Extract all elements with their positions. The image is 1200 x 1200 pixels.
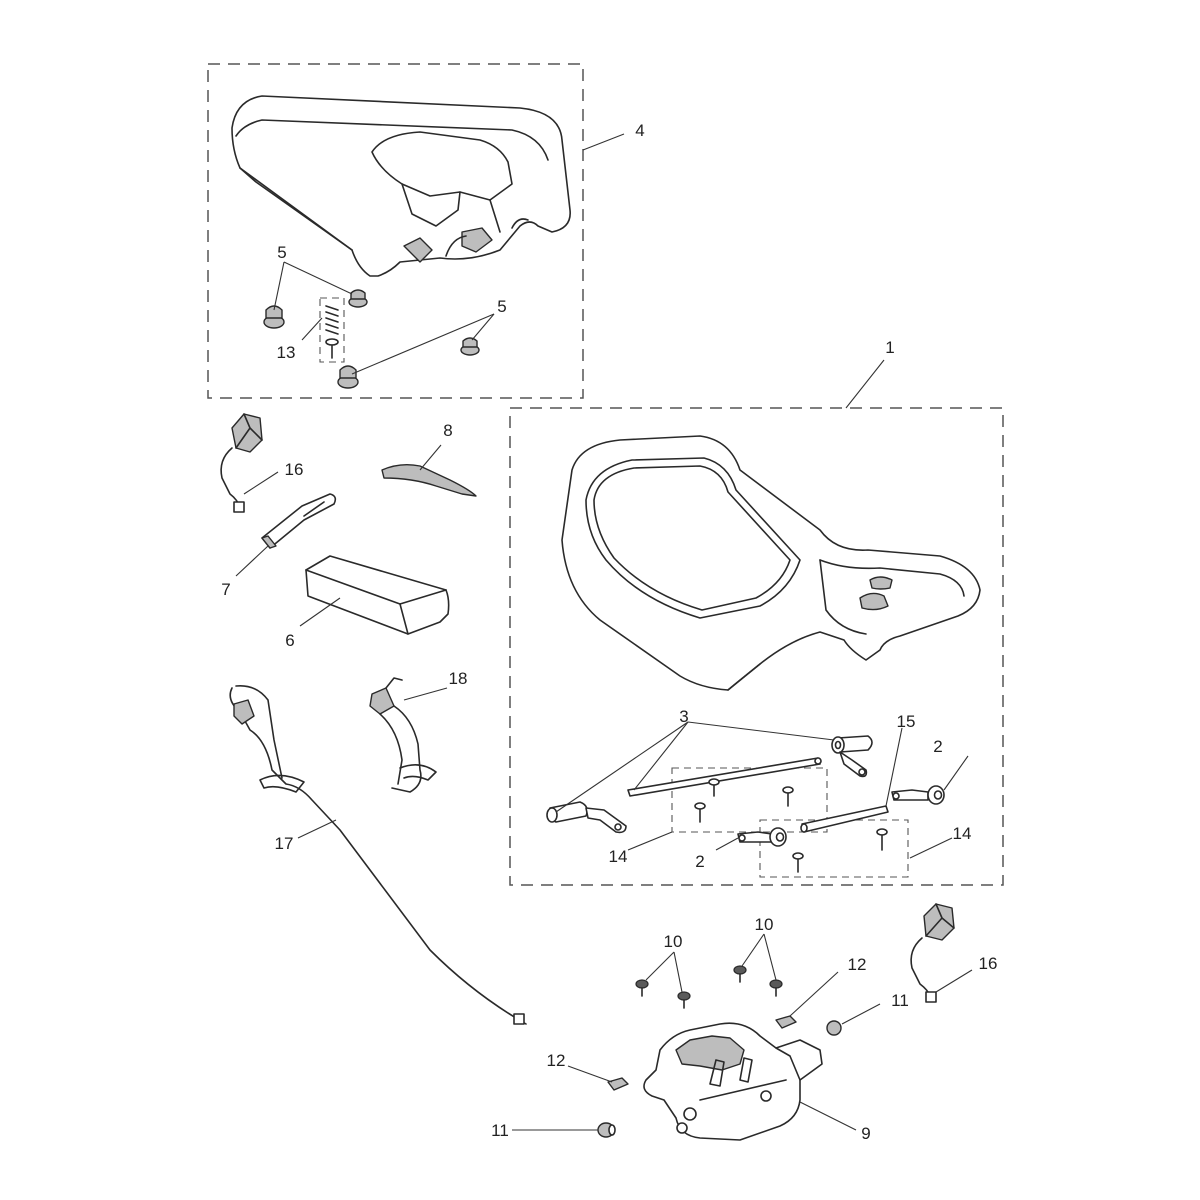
callout-10-right: 10 [755, 915, 774, 934]
seat-mounting-bracket[interactable] [643, 1022, 823, 1141]
spring-and-pin[interactable] [325, 305, 339, 359]
pillion-seat[interactable] [231, 95, 571, 277]
rear-seat-group-box [207, 63, 584, 399]
spring-group-box [319, 297, 345, 363]
rubber-buffer-4[interactable] [337, 365, 359, 389]
seat-bracket-end-right[interactable] [831, 735, 873, 778]
callout-12-left: 12 [547, 1051, 566, 1070]
bolt-2[interactable] [677, 991, 691, 1009]
grommet-center[interactable] [737, 827, 787, 847]
callout-6: 6 [285, 631, 294, 650]
connector-lead-left[interactable] [220, 413, 263, 513]
callout-9: 9 [861, 1124, 870, 1143]
support-rod[interactable] [800, 805, 889, 833]
seat-bracket-end-left[interactable] [546, 801, 627, 834]
seat-bracket-rod-left[interactable] [627, 757, 822, 797]
clip-2[interactable] [607, 1077, 629, 1091]
connector-lead-right[interactable] [910, 903, 955, 1003]
clip-1[interactable] [775, 1015, 797, 1029]
callout-labels: 1 2 2 3 4 5 5 6 7 8 9 10 10 11 11 12 12 … [221, 121, 997, 1143]
bolt-4[interactable] [769, 979, 783, 997]
callout-12-right: 12 [848, 955, 867, 974]
callout-16-right: 16 [979, 954, 998, 973]
sub-harness[interactable] [369, 677, 437, 793]
callout-2-right: 2 [933, 737, 942, 756]
bolt-1[interactable] [635, 979, 649, 997]
bracket-group-box-left [671, 767, 828, 833]
cushion-block[interactable] [305, 555, 450, 635]
callout-10-left: 10 [664, 932, 683, 951]
callout-1: 1 [885, 338, 894, 357]
rider-seat[interactable] [561, 435, 981, 691]
velcro-strip[interactable] [381, 463, 477, 497]
rubber-buffer-3[interactable] [460, 337, 480, 356]
callout-11-left: 11 [491, 1121, 509, 1140]
callout-5-left: 5 [277, 243, 286, 262]
callout-15: 15 [897, 712, 916, 731]
screw-set-left[interactable] [694, 778, 794, 823]
grommet-right[interactable] [891, 785, 945, 805]
callout-7: 7 [221, 580, 230, 599]
wiring-harness[interactable] [229, 684, 527, 1025]
callout-3: 3 [679, 707, 688, 726]
screw-set-right[interactable] [792, 828, 888, 873]
strap[interactable] [261, 493, 337, 549]
rubber-buffer-2[interactable] [348, 289, 368, 308]
callout-14-right: 14 [953, 824, 972, 843]
callout-8: 8 [443, 421, 452, 440]
callout-17: 17 [275, 834, 294, 853]
callout-16-left: 16 [285, 460, 304, 479]
callout-14-left: 14 [609, 847, 628, 866]
rubber-grommet-2[interactable] [597, 1122, 616, 1138]
callout-5-right: 5 [497, 297, 506, 316]
leader-lines [235, 133, 973, 1131]
callout-11-right: 11 [891, 991, 909, 1010]
callout-2-center: 2 [695, 852, 704, 871]
rubber-grommet-1[interactable] [826, 1020, 842, 1036]
callout-4: 4 [635, 121, 644, 140]
callout-18: 18 [449, 669, 468, 688]
bolt-3[interactable] [733, 965, 747, 983]
rider-seat-group-box [509, 407, 1004, 886]
callout-13: 13 [277, 343, 296, 362]
